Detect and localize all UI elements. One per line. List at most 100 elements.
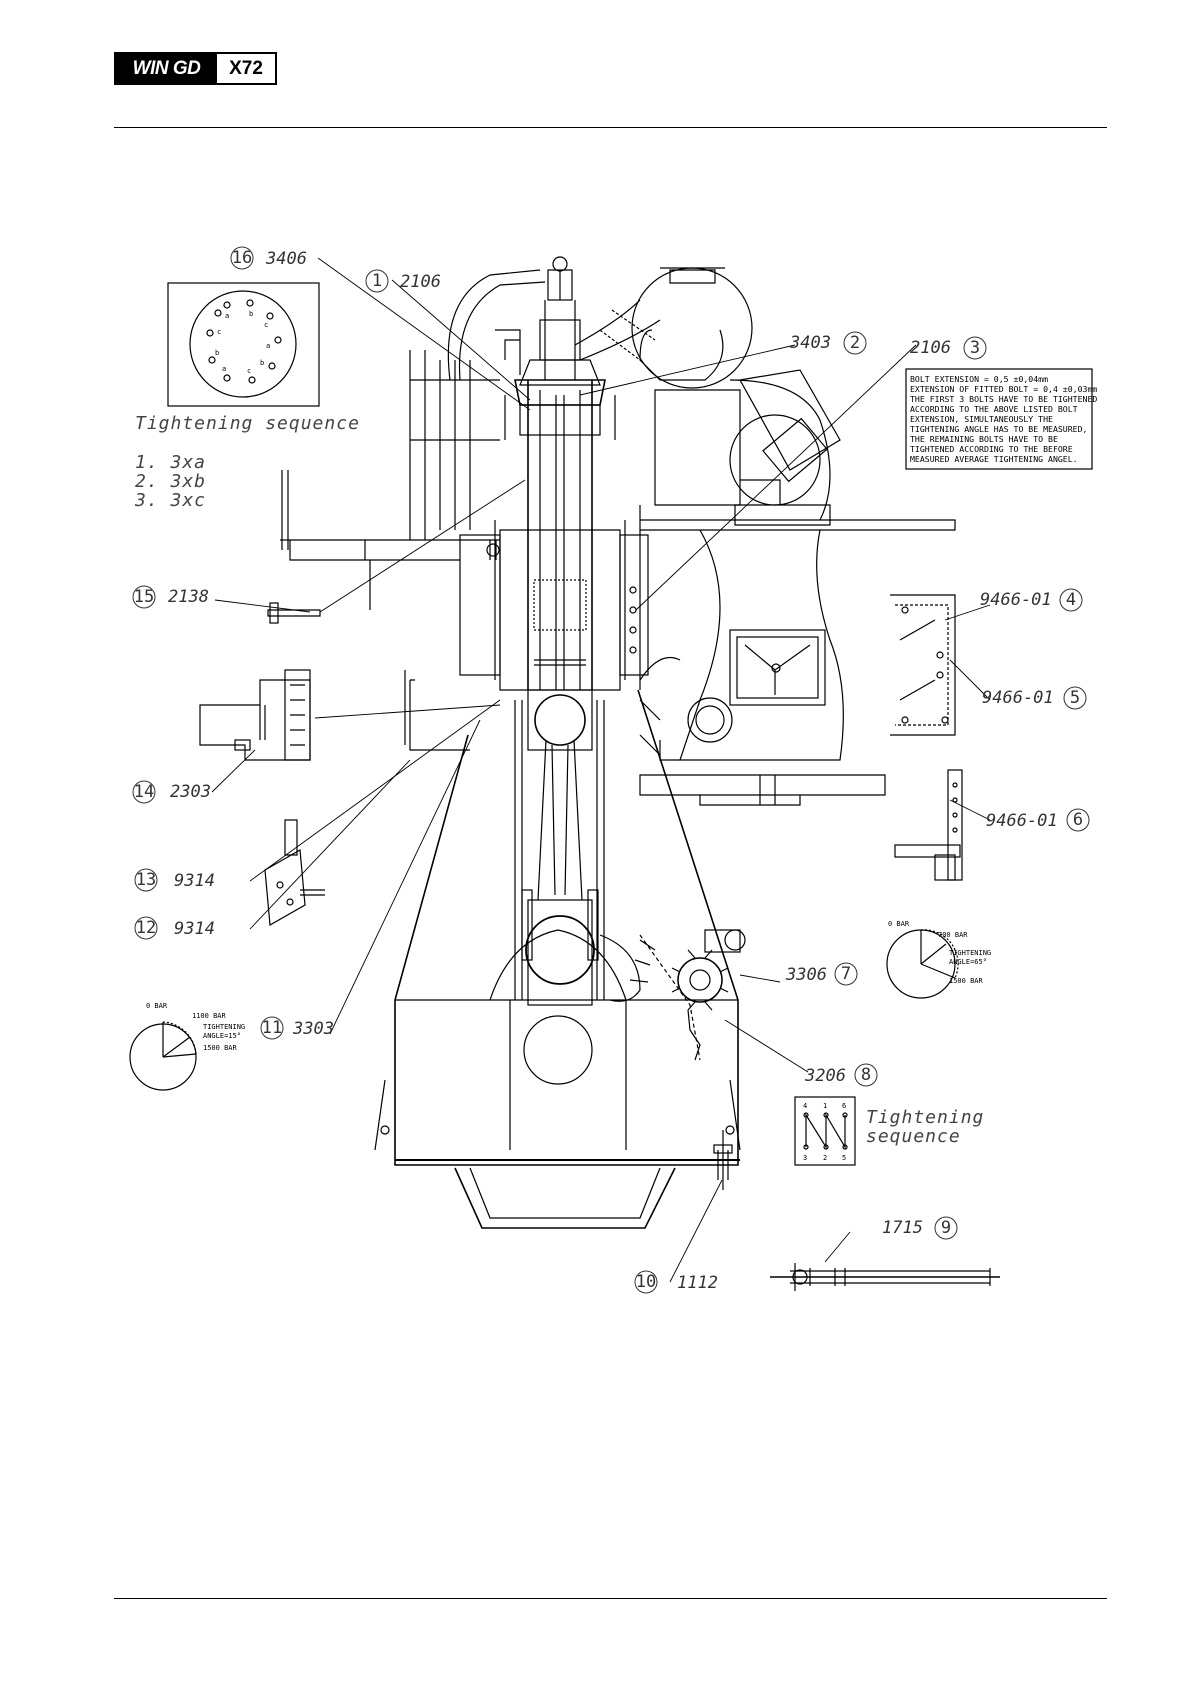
gauge-left-labels: 0 BAR 1100 BAR TIGHTENING ANGLE=15° 1500… [146, 1002, 245, 1052]
svg-text:ACCORDING TO THE ABOVE LISTED: ACCORDING TO THE ABOVE LISTED BOLT [910, 404, 1078, 414]
part-ref: 1715 [882, 1218, 923, 1238]
part-ref: 3406 [265, 249, 307, 269]
svg-text:c: c [217, 328, 221, 336]
callout-number: 6 [1073, 810, 1083, 830]
callout-11: 11 3303 [260, 1016, 334, 1040]
svg-text:ANGLE=15°: ANGLE=15° [203, 1032, 241, 1040]
svg-text:c: c [247, 367, 251, 375]
svg-text:a: a [225, 312, 229, 320]
svg-text:THE FIRST 3 BOLTS HAVE TO BE T: THE FIRST 3 BOLTS HAVE TO BE TIGHTENED [910, 394, 1097, 404]
callout-14: 14 2303 [132, 780, 211, 804]
callout-number: 9 [941, 1218, 951, 1238]
callout-6: 6 9466-01 [986, 808, 1090, 832]
svg-text:BOLT EXTENSION = 0,5 ±0,04mm: BOLT EXTENSION = 0,5 ±0,04mm [910, 374, 1048, 384]
part-ref: 9466-01 [980, 590, 1052, 610]
part-ref: 2303 [170, 782, 211, 802]
svg-text:b: b [260, 359, 264, 367]
part-ref: 9314 [174, 919, 215, 939]
wingd-logo: WIN GD X72 [114, 52, 277, 85]
svg-text:Tightening: Tightening [866, 1107, 984, 1128]
callout-2: 2 3403 [789, 331, 867, 355]
callout-1: 1 2106 [365, 269, 441, 293]
svg-text:4: 4 [803, 1102, 807, 1110]
callout-number: 14 [134, 782, 154, 802]
svg-text:b: b [215, 349, 219, 357]
callout-10: 10 1112 [634, 1270, 718, 1294]
svg-text:5: 5 [842, 1154, 846, 1162]
callout-number: 3 [970, 338, 980, 358]
svg-text:EXTENSION, SIMULTANEOUSLY THE: EXTENSION, SIMULTANEOUSLY THE [910, 414, 1053, 424]
callout-number: 12 [136, 918, 156, 938]
part-ref: 2106 [910, 338, 951, 358]
svg-text:MEASURED AVERAGE TIGHTENING AN: MEASURED AVERAGE TIGHTENING ANGEL. [910, 454, 1078, 464]
svg-text:1: 1 [823, 1102, 827, 1110]
svg-text:ANGLE=65°: ANGLE=65° [949, 958, 987, 966]
callout-number: 13 [136, 870, 156, 890]
callout-number: 11 [262, 1018, 282, 1038]
part-ref: 1112 [677, 1273, 718, 1293]
svg-text:TIGHTENING: TIGHTENING [949, 949, 991, 957]
callout-number: 5 [1070, 688, 1080, 708]
flange-16-bolt-labels: a b c a b c a b c [215, 310, 270, 375]
callout-number: 10 [636, 1272, 656, 1292]
sequence-step: 2. 3xb [135, 471, 206, 492]
svg-text:THE REMAINING BOLTS HAVE TO BE: THE REMAINING BOLTS HAVE TO BE [910, 434, 1058, 444]
tightening-sequence-title: Tightening sequence [135, 413, 360, 434]
callout-15: 15 2138 [132, 585, 209, 609]
callout-3: 3 2106 [910, 336, 987, 360]
part-ref: 3306 [785, 965, 827, 985]
svg-text:a: a [222, 365, 226, 373]
svg-text:TIGHTENED ACCORDING TO THE BEF: TIGHTENED ACCORDING TO THE BEFORE [910, 444, 1073, 454]
sequence-step: 3. 3xc [134, 490, 206, 511]
part-ref: 3403 [789, 333, 831, 353]
logo-wordmark: WIN GD [116, 54, 217, 83]
callout-5: 5 9466-01 [982, 686, 1087, 710]
svg-text:EXTENSION OF FITTED BOLT = 0,4: EXTENSION OF FITTED BOLT = 0,4 ±0,03mm [910, 384, 1097, 394]
gauge-right-labels: 0 BAR 700 BAR TIGHTENING ANGLE=65° 1500 … [888, 920, 991, 985]
svg-text:2: 2 [823, 1154, 827, 1162]
part-ref: 2106 [400, 272, 441, 292]
callout-number: 4 [1066, 590, 1076, 610]
callout-number: 16 [232, 248, 252, 268]
svg-text:b: b [249, 310, 253, 318]
part-ref: 3303 [292, 1019, 334, 1039]
svg-text:1500 BAR: 1500 BAR [203, 1044, 238, 1052]
svg-text:sequence: sequence [866, 1126, 961, 1147]
callout-number: 7 [841, 964, 851, 984]
svg-text:1100 BAR: 1100 BAR [192, 1012, 227, 1020]
svg-text:1500 BAR: 1500 BAR [949, 977, 984, 985]
engine-model: X72 [229, 57, 263, 79]
footer-rule [114, 1598, 1107, 1599]
svg-text:a: a [266, 342, 270, 350]
svg-text:TIGHTENING: TIGHTENING [203, 1023, 245, 1031]
header-rule [114, 127, 1107, 128]
tightening-sequence-8: 4 1 6 3 2 5 Tightening sequence [803, 1102, 984, 1162]
callout-4: 4 9466-01 [980, 588, 1083, 612]
callout-number: 1 [372, 271, 382, 291]
flange-16-bolts [206, 299, 282, 384]
callout-9: 9 1715 [882, 1216, 958, 1240]
svg-text:6: 6 [842, 1102, 846, 1110]
part-ref: 9466-01 [986, 811, 1058, 831]
svg-text:TIGHTENING ANGLE HAS TO BE MEA: TIGHTENING ANGLE HAS TO BE MEASURED, [910, 424, 1087, 434]
part-ref: 9466-01 [982, 688, 1054, 708]
sequence-step: 1. 3xa [135, 452, 206, 473]
callout-12: 12 9314 [134, 916, 215, 940]
svg-text:3: 3 [803, 1154, 807, 1162]
callout-13: 13 9314 [134, 868, 215, 892]
svg-text:700 BAR: 700 BAR [938, 931, 968, 939]
svg-text:c: c [264, 321, 268, 329]
svg-text:0 BAR: 0 BAR [888, 920, 910, 928]
svg-text:0 BAR: 0 BAR [146, 1002, 168, 1010]
callout-7: 7 3306 [785, 962, 858, 986]
part-ref: 9314 [174, 871, 215, 891]
callout-number: 2 [850, 333, 860, 353]
part-ref: 3206 [804, 1066, 846, 1086]
callout-8: 8 3206 [804, 1063, 878, 1087]
callout-number: 8 [861, 1065, 871, 1085]
callout-number: 15 [134, 587, 154, 607]
part-ref: 2138 [168, 587, 209, 607]
bolt-extension-note: BOLT EXTENSION = 0,5 ±0,04mm EXTENSION O… [910, 374, 1097, 464]
callout-16: 16 3406 [230, 246, 307, 270]
